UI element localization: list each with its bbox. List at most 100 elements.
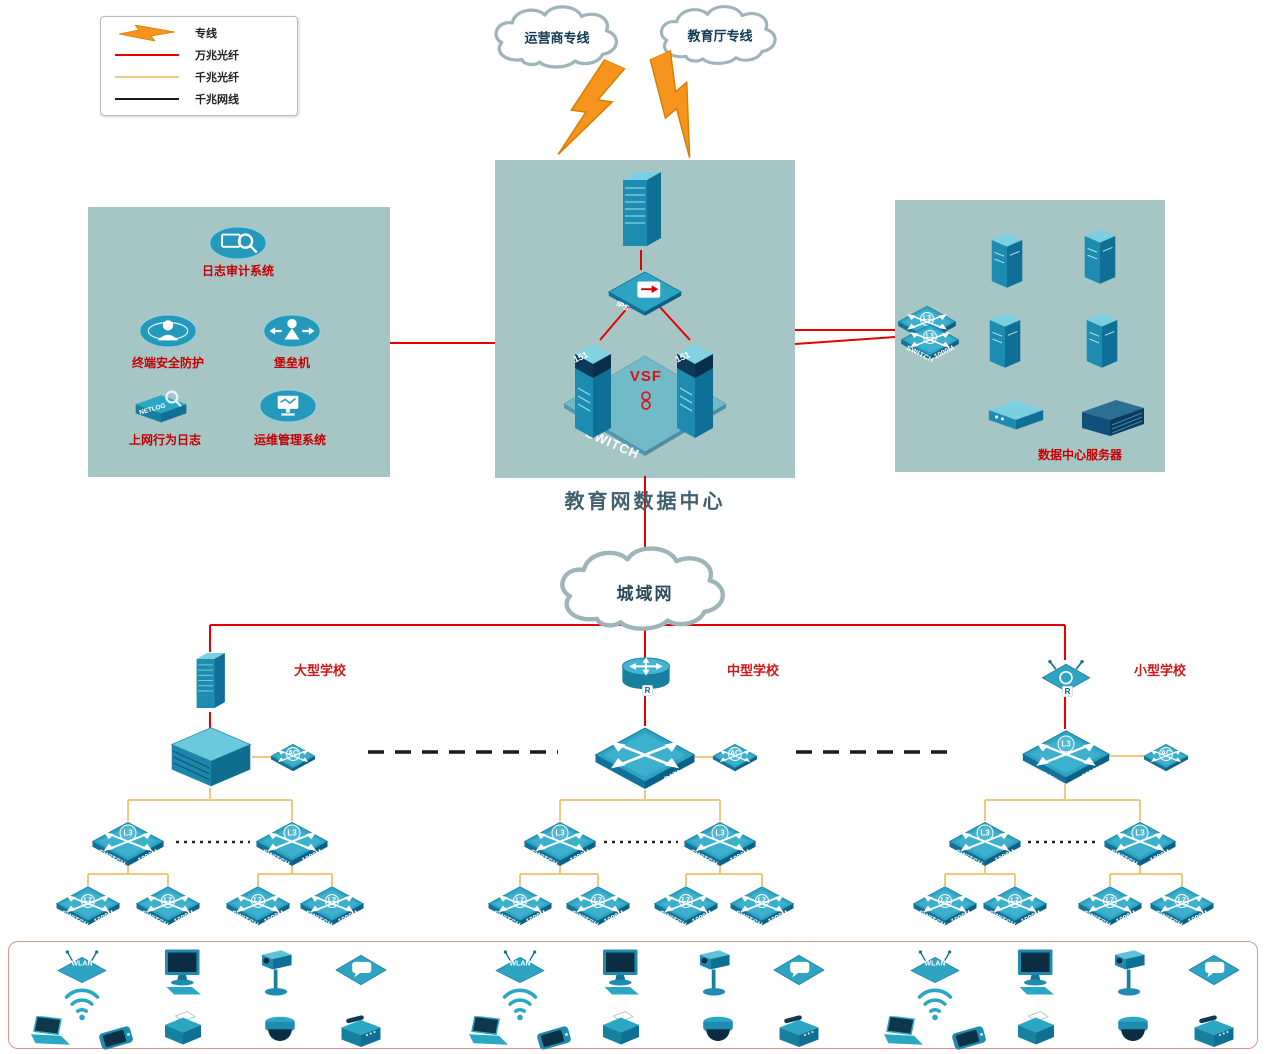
l3-switch[interactable]: L3 SWITCH 1000M bbox=[255, 819, 329, 869]
cabinet-icon bbox=[1078, 226, 1122, 288]
cabinet-icon bbox=[983, 310, 1027, 372]
firewall-icon bbox=[615, 168, 667, 254]
l3-switch[interactable]: L3 SWITCH 1000M bbox=[683, 819, 757, 869]
dome-camera[interactable] bbox=[698, 1013, 738, 1047]
terminal-devices-box bbox=[8, 941, 1258, 1049]
l2-switch[interactable]: L2 SWITCH 1000M bbox=[225, 884, 291, 929]
chat-icon bbox=[1186, 952, 1242, 988]
access-controller[interactable]: AC bbox=[270, 742, 316, 772]
wlan-ap[interactable]: WLAN bbox=[54, 948, 110, 984]
access-controller[interactable]: AC bbox=[1143, 742, 1189, 772]
l2-switch[interactable]: L2 SWITCH 1000M bbox=[487, 884, 553, 929]
monitor-icon bbox=[597, 948, 645, 996]
netlog-label: 上网行为日志 bbox=[128, 433, 202, 447]
ptz-camera[interactable] bbox=[694, 947, 734, 1001]
camera-icon bbox=[256, 947, 296, 1001]
desktop-monitor[interactable] bbox=[597, 948, 645, 996]
l2-switch[interactable]: L2 SWITCH 1000M bbox=[982, 884, 1048, 929]
chat-terminal[interactable] bbox=[333, 952, 389, 988]
switch-tier-badge: L2 bbox=[81, 893, 95, 908]
printer[interactable] bbox=[1012, 1010, 1060, 1046]
switch-tier-badge: L3 bbox=[976, 824, 994, 842]
legend: 专线 万兆光纤 千兆光纤 千兆网线 bbox=[100, 16, 298, 116]
lightning-icon bbox=[119, 25, 175, 41]
legend-label: 千兆网线 bbox=[195, 94, 239, 106]
l2-switch[interactable]: L2 SWITCH 1000M bbox=[565, 884, 631, 929]
log-audit-system[interactable] bbox=[208, 224, 268, 262]
school-name-large: 大型学校 bbox=[293, 663, 347, 678]
ptz-camera[interactable] bbox=[1109, 947, 1149, 1001]
small-school-router[interactable]: R bbox=[1039, 658, 1093, 697]
switch-tier-badge: L2 bbox=[251, 893, 265, 908]
switch-tier-badge: L2 bbox=[161, 893, 175, 908]
smartphone[interactable] bbox=[95, 1025, 137, 1051]
desktop-monitor[interactable] bbox=[1012, 948, 1060, 996]
l2-switch[interactable]: L2 SWITCH 1000M bbox=[299, 884, 365, 929]
storage-icon bbox=[983, 398, 1049, 432]
large-school-egress-server[interactable] bbox=[188, 650, 232, 714]
server-cabinet[interactable] bbox=[983, 310, 1027, 372]
l3-switch[interactable]: L3 SWITCH 1000M bbox=[1103, 819, 1177, 869]
server-zone-switch[interactable]: L3 SWITCH 1000M bbox=[900, 321, 960, 365]
server-zone-title: 数据中心服务器 bbox=[1037, 448, 1123, 462]
telephone[interactable] bbox=[1190, 1015, 1238, 1049]
l2-switch[interactable]: L2 SWITCH 1000M bbox=[912, 884, 978, 929]
laptop[interactable] bbox=[28, 1016, 76, 1048]
ac-badge: AC bbox=[1159, 747, 1173, 761]
l3-switch[interactable]: L3 SWITCH 1000M bbox=[91, 819, 165, 869]
smartphone[interactable] bbox=[533, 1025, 575, 1051]
laptop[interactable] bbox=[881, 1016, 929, 1048]
chat-terminal[interactable] bbox=[1186, 952, 1242, 988]
l2-switch[interactable]: L2 SWITCH 1000M bbox=[135, 884, 201, 929]
netlog-device[interactable]: NETLOG bbox=[128, 388, 194, 426]
l3-switch[interactable]: L3 SWITCH 1000M bbox=[523, 819, 597, 869]
l2-switch[interactable]: L2 SWITCH 1000M bbox=[729, 884, 795, 929]
l2-switch[interactable]: L2 SWITCH 1000M bbox=[653, 884, 719, 929]
switch-tier-badge: L2 bbox=[513, 893, 527, 908]
fax-icon bbox=[775, 1015, 823, 1049]
server-cabinet[interactable] bbox=[1078, 226, 1122, 288]
legend-label: 专线 bbox=[195, 28, 217, 40]
large-school-core-switch[interactable] bbox=[165, 726, 257, 788]
ops-management-system[interactable] bbox=[258, 387, 318, 425]
vsf-server-tower[interactable]: 151 bbox=[667, 338, 723, 442]
server-cabinet[interactable] bbox=[1080, 310, 1124, 372]
telephone[interactable] bbox=[775, 1015, 823, 1049]
l3-switch[interactable]: L3 SWITCH 1000M bbox=[948, 819, 1022, 869]
l2-switch[interactable]: L2 SWITCH 1000M bbox=[1077, 884, 1143, 929]
medium-school-core-switch[interactable]: SWITCH DATA CENTER bbox=[593, 724, 697, 793]
dome-camera[interactable] bbox=[1113, 1013, 1153, 1047]
bastion-host[interactable] bbox=[262, 312, 322, 350]
bastion-label: 堡垒机 bbox=[273, 356, 311, 370]
server-cabinet[interactable] bbox=[985, 230, 1029, 292]
smartphone[interactable] bbox=[948, 1025, 990, 1051]
monitor-icon bbox=[1012, 948, 1060, 996]
l2-switch[interactable]: L2 SWITCH 1000M bbox=[1149, 884, 1215, 929]
printer-icon bbox=[597, 1010, 645, 1046]
access-controller[interactable]: AC bbox=[712, 742, 758, 772]
wlan-ap[interactable]: WLAN bbox=[492, 948, 548, 984]
switch-tier-badge: L2 bbox=[679, 893, 693, 908]
telephone[interactable] bbox=[337, 1015, 385, 1049]
vsf-server-tower[interactable]: 151 bbox=[565, 338, 621, 442]
chat-terminal[interactable] bbox=[771, 952, 827, 988]
wlan-ap[interactable]: WLAN bbox=[907, 948, 963, 984]
small-school-core-switch[interactable]: L3 SWITCH 1000M bbox=[1021, 727, 1111, 785]
ptz-camera[interactable] bbox=[256, 947, 296, 1001]
printer-icon bbox=[159, 1010, 207, 1046]
medium-school-router[interactable]: R bbox=[619, 655, 673, 696]
storage-array[interactable] bbox=[983, 398, 1049, 432]
terminal-group: WLAN bbox=[442, 941, 862, 1051]
rack-server[interactable] bbox=[1076, 398, 1150, 438]
laptop[interactable] bbox=[466, 1016, 514, 1048]
l2-switch[interactable]: L2 SWITCH 1000M bbox=[55, 884, 121, 929]
desktop-monitor[interactable] bbox=[159, 948, 207, 996]
endpoint-protection[interactable] bbox=[138, 312, 198, 350]
printer[interactable] bbox=[159, 1010, 207, 1046]
printer[interactable] bbox=[597, 1010, 645, 1046]
dome-camera[interactable] bbox=[260, 1013, 300, 1047]
firewall-device[interactable] bbox=[615, 168, 667, 254]
ips-device[interactable]: IPS bbox=[605, 268, 685, 316]
switch-tier-badge: L3 bbox=[283, 824, 301, 842]
wlan-label: WLAN bbox=[924, 960, 946, 968]
